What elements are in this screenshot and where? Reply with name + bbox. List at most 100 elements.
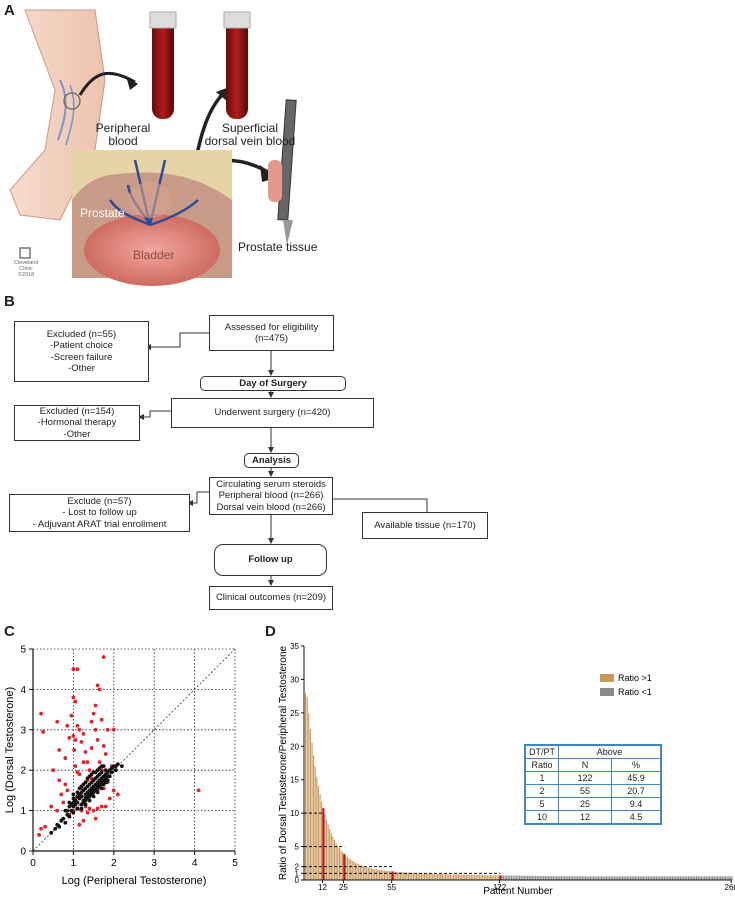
table-row: 2 55 20.7 <box>524 784 662 798</box>
analysis-box: Analysis <box>244 453 299 468</box>
ratio-bar <box>705 876 707 880</box>
ratio-bar <box>406 872 408 880</box>
ratio-bar <box>721 876 723 880</box>
ratio-bar <box>652 876 654 880</box>
scatter-point <box>63 782 68 787</box>
table-cell: 20.7 <box>611 784 662 798</box>
scatter-point <box>105 727 110 732</box>
ratio-bar <box>515 875 517 880</box>
ratio-bar <box>594 876 596 880</box>
excluded-154-box: Excluded (n=154)-Hormonal therapy-Other <box>14 405 140 441</box>
ratio-bar <box>556 876 558 880</box>
ratio-bar <box>494 875 496 880</box>
ratio-bar <box>509 875 511 880</box>
ratio-bar <box>567 876 569 880</box>
x-tick-label: 5 <box>232 858 238 869</box>
x-tick-label: 25 <box>339 883 348 892</box>
scatter-point <box>41 729 45 734</box>
ratio-bar <box>398 871 400 880</box>
ratio-bar <box>564 876 566 880</box>
ratio-bar <box>346 857 348 880</box>
ratio-bar <box>379 869 381 880</box>
scatter-point <box>77 822 82 827</box>
ratio-bar <box>420 873 422 880</box>
ratio-bar <box>702 876 704 880</box>
y-tick-label: 25 <box>290 709 299 718</box>
scatter-point <box>91 770 96 775</box>
scatter-point <box>113 764 118 769</box>
legend-label-above: Ratio >1 <box>618 673 652 683</box>
ratio-bar <box>374 869 376 880</box>
table-cell: 5 <box>524 797 559 811</box>
ratio-bar <box>525 875 527 880</box>
y-tick-label: 1 <box>20 806 26 817</box>
table-header-above: Above <box>558 744 662 759</box>
ratio-bar <box>414 872 416 880</box>
ratio-bar <box>599 876 601 880</box>
ratio-bar <box>633 876 635 880</box>
exclude-57-box: Exclude (n=57)- Lost to follow up- Adjuv… <box>9 494 190 532</box>
clinical-outcomes-box: Clinical outcomes (n=209) <box>209 586 333 610</box>
ratio-bar <box>485 875 487 880</box>
ratio-bar <box>697 876 699 880</box>
ratio-bar <box>409 872 411 880</box>
scatter-point <box>119 764 124 769</box>
ratio-bar <box>377 869 379 880</box>
scatter-point <box>89 719 94 724</box>
scatter-point <box>95 774 100 779</box>
ratio-bar <box>631 876 633 880</box>
scatter-point <box>61 816 66 821</box>
ratio-bar <box>427 873 429 880</box>
ratio-bar <box>502 875 505 880</box>
table-cell: 45.9 <box>611 771 662 785</box>
ratio-bar <box>314 766 316 880</box>
ratio-bar <box>715 876 717 880</box>
ratio-bar <box>660 876 662 880</box>
ratio-bar <box>613 876 616 880</box>
highlight-bar <box>391 871 394 880</box>
ratio-bar <box>678 876 680 880</box>
ratio-bar <box>618 876 620 880</box>
ratio-bar <box>700 876 702 880</box>
scatter-point <box>67 800 72 805</box>
x-tick-label: 0 <box>30 858 36 869</box>
ratio-bar <box>528 875 530 880</box>
ratio-bar <box>390 871 392 880</box>
available-tissue-box: Available tissue (n=170) <box>362 512 488 539</box>
ratio-bar <box>686 876 688 880</box>
ratio-bar <box>634 876 636 880</box>
scatter-point <box>79 784 84 789</box>
ratio-bar <box>687 876 690 880</box>
ratio-bar <box>356 863 358 880</box>
ratio-bar <box>605 876 608 880</box>
scatter-point <box>75 667 80 672</box>
legend-swatch-above <box>600 674 614 682</box>
ratio-bar <box>623 876 625 880</box>
ratio-bar <box>498 875 500 880</box>
scatter-point <box>71 667 76 672</box>
y-tick-label: 2 <box>295 863 300 872</box>
ratio-bar <box>491 875 493 880</box>
y-tick-label: 5 <box>20 645 26 656</box>
scatter-point <box>91 778 96 783</box>
scatter-point <box>95 806 100 811</box>
scatter-point <box>196 788 201 793</box>
ratio-bar <box>517 875 519 880</box>
ratio-bar <box>731 876 733 880</box>
ratio-bar <box>506 875 508 880</box>
table-cell: 4.5 <box>611 810 662 825</box>
scatter-point <box>107 796 112 801</box>
scatter-point <box>85 760 90 765</box>
ratio-bar <box>691 876 693 880</box>
ratio-bar <box>638 876 640 880</box>
ratio-bar <box>441 874 443 880</box>
scatter-point <box>49 830 54 835</box>
ratio-bar <box>551 876 553 880</box>
ratio-bar <box>351 860 353 880</box>
scatter-point <box>39 711 43 716</box>
scatter-point <box>109 770 114 775</box>
scatter-point <box>79 806 84 811</box>
scatter-point <box>72 748 77 752</box>
ratio-bar <box>610 876 612 880</box>
